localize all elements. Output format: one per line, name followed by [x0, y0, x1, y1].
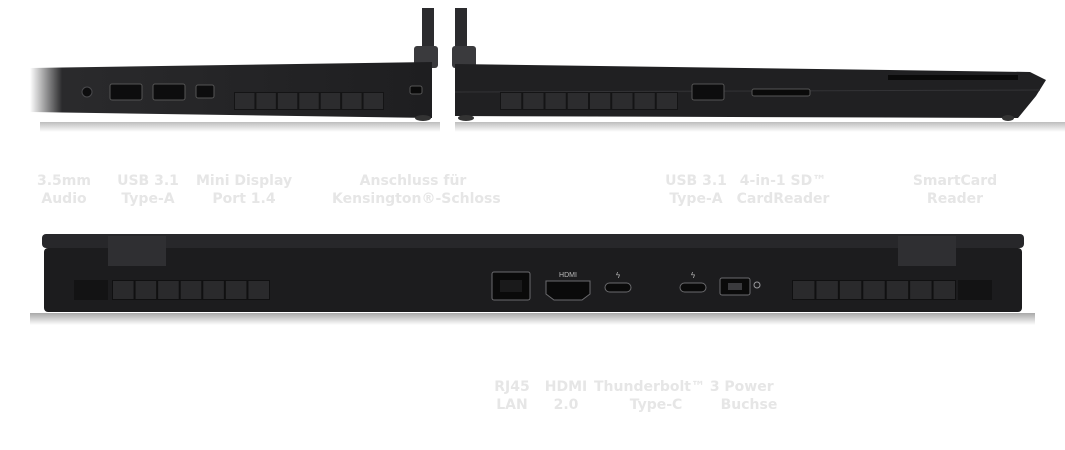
vent-slat — [612, 93, 633, 109]
thunderbolt-port-2 — [679, 282, 707, 293]
label-audio: 3.5mm Audio — [37, 173, 91, 207]
smartcard-slot — [888, 75, 1018, 80]
vent-slat — [839, 281, 862, 299]
vent-slat — [501, 93, 522, 109]
vent-slat — [203, 281, 224, 299]
mini-displayport — [195, 84, 215, 99]
label-minidp: Mini Display Port 1.4 — [196, 173, 293, 207]
power-icon — [753, 281, 761, 289]
usb-a-port-left-2 — [152, 83, 186, 101]
vent-slat — [634, 93, 655, 109]
label-power: Power Buchse — [720, 379, 778, 413]
label-sd: 4-in-1 SD™ CardReader — [736, 173, 830, 207]
laptop-side-view — [30, 8, 1065, 132]
vent-slat — [656, 93, 677, 109]
vent-slat — [816, 281, 838, 299]
label-usb-right: USB 3.1 Type-A — [665, 173, 727, 207]
thunderbolt-port-1 — [604, 282, 632, 293]
kensington-slot — [409, 85, 423, 95]
vent-slat — [342, 93, 362, 109]
sd-card-slot — [751, 88, 811, 97]
vent-slat — [113, 281, 134, 299]
vent-slat — [235, 93, 255, 109]
label-thunderbolt: Thunderbolt™ 3 Type-C — [594, 379, 720, 413]
label-hdmi: HDMI 2.0 — [544, 379, 588, 413]
thunderbolt-icon: ϟ — [615, 271, 620, 280]
vent-slat — [135, 281, 157, 299]
vent-slat — [320, 93, 341, 109]
label-smartcard: SmartCard Reader — [912, 173, 998, 207]
vent-slat — [933, 281, 955, 299]
vent-slat — [256, 93, 276, 109]
hdmi-marking: HDMI — [559, 272, 577, 279]
usb-a-port-right — [691, 83, 725, 101]
rear-lid — [42, 234, 1024, 248]
vent-slat — [363, 93, 383, 109]
vent-slat — [158, 281, 179, 299]
label-rj45: RJ45 LAN — [494, 379, 530, 413]
vent-slat — [886, 281, 909, 299]
rear-chassis — [44, 248, 1022, 312]
vent-slat — [910, 281, 932, 299]
vent-slat — [567, 93, 588, 109]
vent-slat — [793, 281, 815, 299]
vent-slat — [225, 281, 247, 299]
vent-slat — [590, 93, 611, 109]
label-kensington: Anschluss für Kensington®-Schloss — [332, 173, 501, 207]
vent-slat — [523, 93, 544, 109]
vent-slat — [180, 281, 202, 299]
vent-right — [500, 92, 678, 110]
vent-slat — [248, 281, 269, 299]
vent-slat — [299, 93, 319, 109]
hdmi-port — [545, 280, 591, 301]
thunderbolt-icon: ϟ — [690, 271, 695, 280]
vent-slat — [277, 93, 298, 109]
laptop-rear-view: HDMI ϟ ϟ — [30, 234, 1035, 325]
audio-jack-port — [81, 86, 93, 98]
label-usb-left: USB 3.1 Type-A — [117, 173, 179, 207]
vent-slat — [863, 281, 885, 299]
vent-slat — [545, 93, 566, 109]
usb-a-port-left-1 — [109, 83, 143, 101]
